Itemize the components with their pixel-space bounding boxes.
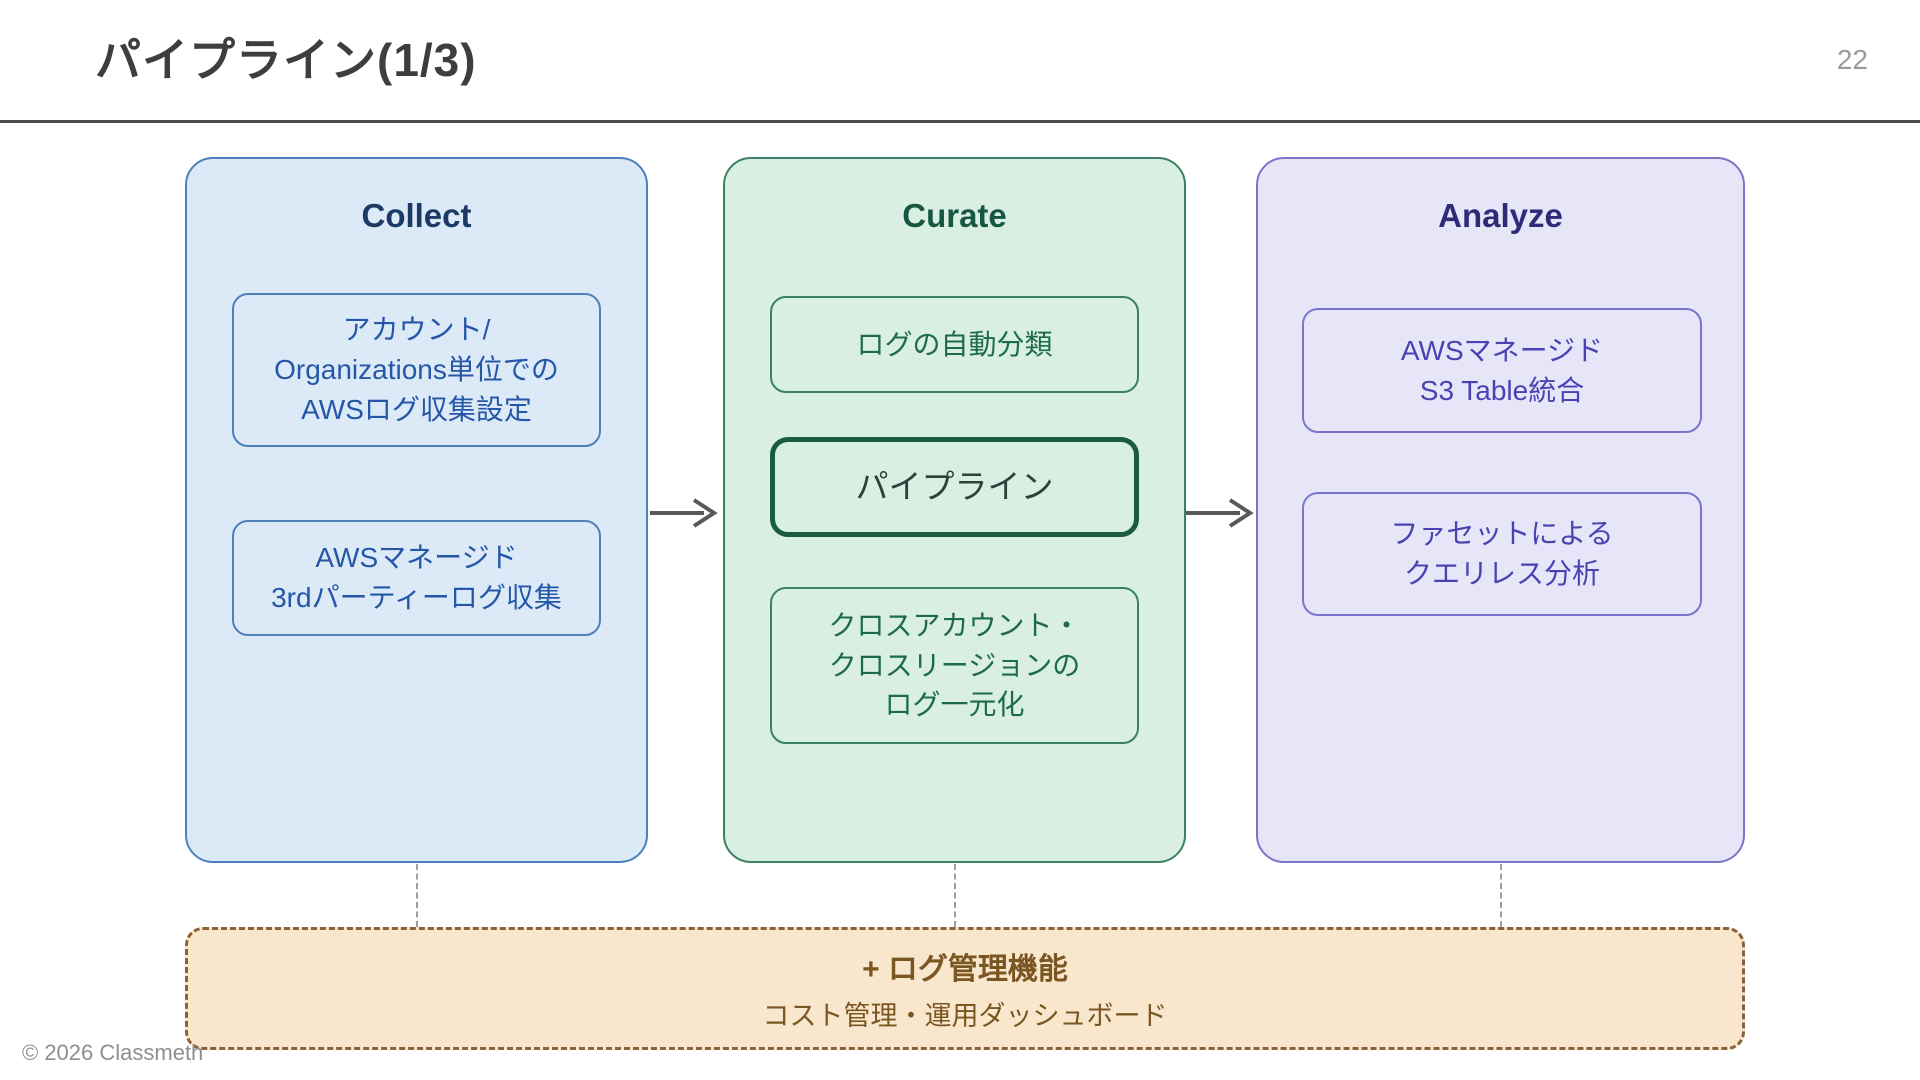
connector-line [1500, 864, 1502, 927]
page-number: 22 [1836, 44, 1868, 75]
curate-item-log-centralization: クロスアカウント・ クロスリージョンの ログ一元化 [770, 587, 1139, 744]
box-text-line: ファセットによる [1390, 518, 1614, 550]
box-text-line: 3rdパーティーログ収集 [271, 582, 562, 613]
box-text-line: Organizations単位での [274, 354, 559, 386]
connector-line [954, 864, 956, 927]
header-divider [0, 120, 1920, 123]
analyze-column: Analyze AWSマネージド S3 Table統合 ファセットによる クエリ… [1256, 157, 1745, 863]
box-text-line: AWSログ収集設定 [301, 393, 532, 425]
flow-arrow-icon [650, 498, 718, 528]
log-management-box: + ログ管理機能 コスト管理・運用ダッシュボード [185, 927, 1745, 1050]
box-text-line: AWSマネージド [315, 542, 518, 574]
flow-arrow-icon [1186, 498, 1254, 528]
box-text-line: クロスリージョンの [828, 649, 1081, 681]
collect-header: Collect [361, 197, 472, 234]
box-text-line: クエリレス分析 [1403, 558, 1600, 589]
box-text-line: AWSマネージド [1400, 334, 1604, 366]
analyze-header: Analyze [1438, 197, 1563, 234]
curate-item-auto-classification: ログの自動分類 [770, 296, 1139, 393]
copyright-text: © 2026 Classmeth [22, 1040, 204, 1065]
analyze-item-queryless-analysis: ファセットによる クエリレス分析 [1302, 492, 1702, 616]
box-text-line: アカウント/ [342, 314, 491, 346]
log-management-subtitle: コスト管理・運用ダッシュボード [762, 1001, 1168, 1031]
box-text-line: クロスアカウント・ [828, 609, 1081, 641]
collect-item-aws-log-settings: アカウント/ Organizations単位での AWSログ収集設定 [232, 293, 601, 447]
box-text-line: S3 Table統合 [1419, 374, 1585, 406]
log-management-title: + ログ管理機能 [862, 953, 1068, 986]
curate-column: Curate ログの自動分類 パイプライン クロスアカウント・ クロスリージョン… [723, 157, 1186, 863]
box-text-line: ログの自動分類 [856, 328, 1053, 360]
collect-item-3rd-party-log: AWSマネージド 3rdパーティーログ収集 [232, 520, 601, 636]
curate-header: Curate [902, 197, 1007, 234]
connector-line [416, 864, 418, 927]
box-text-line: ログ一元化 [884, 689, 1025, 721]
curate-item-pipeline: パイプライン [770, 437, 1139, 537]
box-text-line: パイプライン [855, 467, 1054, 505]
analyze-item-s3-table: AWSマネージド S3 Table統合 [1302, 308, 1702, 433]
page-title: パイプライン(1/3) [95, 34, 477, 86]
collect-column: Collect アカウント/ Organizations単位での AWSログ収集… [185, 157, 648, 863]
